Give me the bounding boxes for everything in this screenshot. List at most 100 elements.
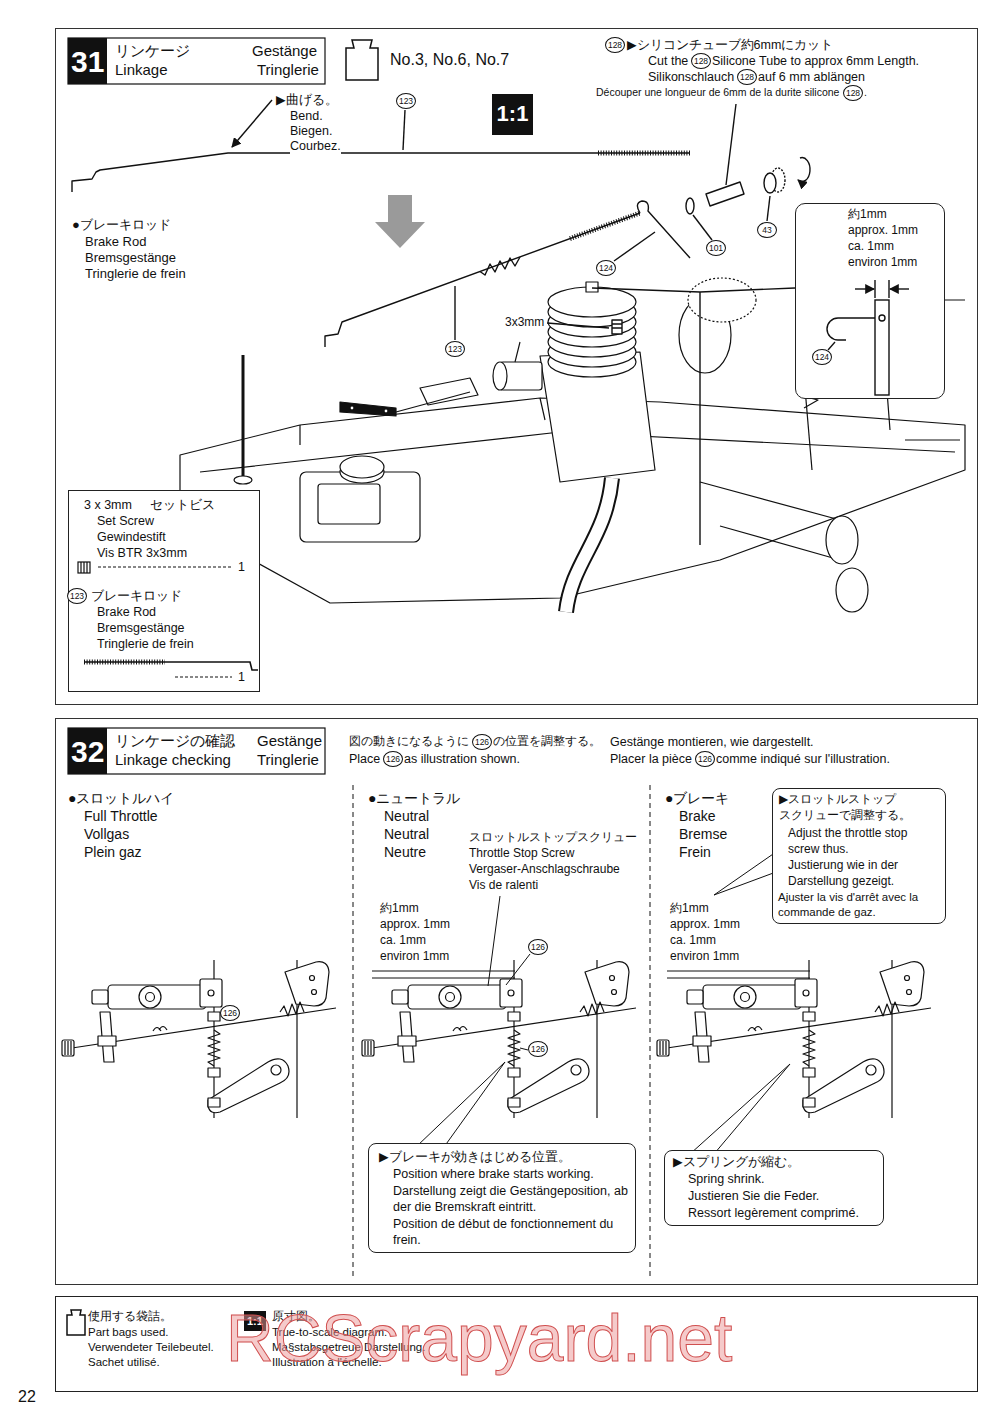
- badge-text: 31: [71, 45, 104, 78]
- linkage-brake: [657, 960, 931, 1118]
- step-title: Linkage: [115, 60, 168, 80]
- note-text: Tringlerie de frein: [97, 636, 194, 652]
- step-panel: リンケージGestängeLinkageTringlerie311:1約1mma…: [55, 28, 978, 705]
- label-text: Neutral: [384, 807, 429, 825]
- dimension-and-leader-lines: [650, 785, 651, 1278]
- part-bag-icon: [346, 40, 378, 80]
- step-panel: リンケージの確認GestängeLinkage checkingTringler…: [55, 718, 978, 1285]
- step-title: リンケージ: [115, 41, 190, 61]
- brake-rod-parts: [403, 110, 405, 150]
- note-text: セットビス: [150, 497, 215, 513]
- linkage-full-throttle: [62, 960, 336, 1118]
- note-text: ca. 1mm: [848, 239, 894, 255]
- panel-ground: [796, 204, 944, 398]
- label-text: environ 1mm: [670, 949, 739, 965]
- brake-rod-parts: [693, 215, 712, 240]
- hook-detail: [888, 280, 889, 298]
- chassis-engine-illustration: [396, 392, 470, 412]
- note-text: ブレーキロッド: [91, 588, 182, 604]
- callout-tail: [714, 852, 776, 895]
- brake-rod-parts: [325, 213, 640, 347]
- chassis-engine-illustration: [836, 568, 868, 612]
- dimension-and-leader-lines: [667, 971, 810, 972]
- label-text: Brake Rod: [85, 234, 146, 251]
- parts-list-icons: [78, 562, 90, 573]
- label-text: comme indiqué sur l'illustration.: [716, 751, 890, 767]
- brake-rod-parts: [598, 151, 690, 156]
- callout-tail: [690, 1064, 790, 1154]
- note-text: Brake Rod: [97, 604, 156, 620]
- chassis-engine-illustration: [566, 478, 612, 612]
- chassis-engine-illustration: [318, 484, 380, 524]
- hook-detail: [890, 288, 909, 289]
- chassis-engine-illustration: [700, 482, 840, 560]
- parts-list: 3 x 3mmセットビスSet ScrewGewindestiftVis BTR…: [68, 490, 260, 692]
- note-text: 1: [238, 669, 245, 685]
- callout-number: 126: [528, 1041, 548, 1057]
- note-text: 1: [238, 559, 245, 575]
- dimension-and-leader-lines: [520, 1048, 528, 1050]
- label-text: Cut the: [648, 53, 688, 69]
- dimension-and-leader-lines: [372, 971, 515, 972]
- chassis-engine-illustration: [242, 355, 245, 476]
- part-bag-icon: [67, 40, 378, 1335]
- label-text: ●ブレーキロッド: [72, 217, 171, 234]
- linkage-diagrams: [62, 960, 931, 1118]
- label-text: Frein: [679, 843, 711, 861]
- label-text: スロットルストップスクリュー: [469, 830, 637, 846]
- callout-number: 126: [695, 751, 715, 767]
- callout-number: 124: [812, 349, 832, 365]
- note-text: Bremsgestänge: [97, 620, 185, 636]
- label-text: Gestänge montieren, wie dargestellt.: [610, 734, 814, 750]
- label-text: Bremsgestänge: [85, 250, 176, 267]
- badge-text: 1:1: [497, 102, 529, 126]
- brake-rod-parts: [614, 232, 655, 261]
- brake-rod-parts: [72, 100, 810, 545]
- callout-number: 128: [737, 69, 757, 85]
- callout-number: 101: [706, 240, 726, 256]
- note-text: Ressort legèrement comprimé.: [688, 1205, 859, 1221]
- brake-rod-parts: [232, 100, 272, 147]
- label-text: Vergaser-Anschlagschraube: [469, 862, 620, 878]
- brake-rod-parts: [686, 198, 694, 214]
- callout-number: 128: [843, 85, 863, 101]
- label-text: 図の動きになるように: [349, 734, 469, 750]
- label-text: Découper une longueur de 6mm de la durit…: [596, 86, 839, 100]
- chassis-engine-illustration: [826, 516, 858, 564]
- callout-number: 128: [605, 37, 625, 53]
- note-text: Spring shrink.: [688, 1171, 764, 1187]
- detail-inset: 約1mmapprox. 1mmca. 1mmenviron 1mm124: [795, 203, 945, 399]
- linkage-neutral: [362, 960, 636, 1118]
- label-text: ca. 1mm: [380, 933, 426, 949]
- note-text: Position where brake starts working.: [393, 1166, 594, 1182]
- part-bag-icon: [67, 1310, 85, 1335]
- label-text: Neutre: [384, 843, 426, 861]
- note-text: Adjust the throttle stop screw thus.: [788, 826, 940, 857]
- brake-rod-parts: [592, 288, 795, 545]
- note-text: Vis BTR 3x3mm: [97, 545, 187, 561]
- step-header-frame: [68, 38, 325, 774]
- label-text: Neutral: [384, 825, 429, 843]
- brake-rod-parts: [637, 201, 690, 258]
- label-text: auf 6 mm ablängen: [758, 69, 865, 85]
- chassis-engine-illustration: [586, 282, 598, 292]
- brake-rod-parts: [767, 196, 770, 221]
- hook-detail: [855, 288, 874, 289]
- brake-rod-parts: [612, 320, 622, 334]
- label-text: No.3, No.6, No.7: [390, 50, 509, 71]
- brake-rod-parts: [706, 182, 744, 206]
- step-number: 32: [68, 728, 107, 774]
- parts-list-icons: [81, 562, 87, 573]
- dimension-and-leader-lines: [372, 978, 515, 979]
- label-text: Plein gaz: [84, 843, 142, 861]
- label-text: ●スロットルハイ: [68, 789, 174, 807]
- watermark: RCScrapyard.net: [226, 1302, 732, 1375]
- label-text: environ 1mm: [380, 949, 449, 965]
- callout-tail: [416, 852, 790, 1154]
- chassis-engine-illustration: [420, 378, 478, 405]
- note-text: Darstellung zeigt die Gestängeposition, …: [393, 1183, 631, 1216]
- callout-number: 126: [383, 751, 403, 767]
- badge-text: 32: [71, 735, 104, 768]
- label-text: の位置を調整する。: [493, 734, 601, 750]
